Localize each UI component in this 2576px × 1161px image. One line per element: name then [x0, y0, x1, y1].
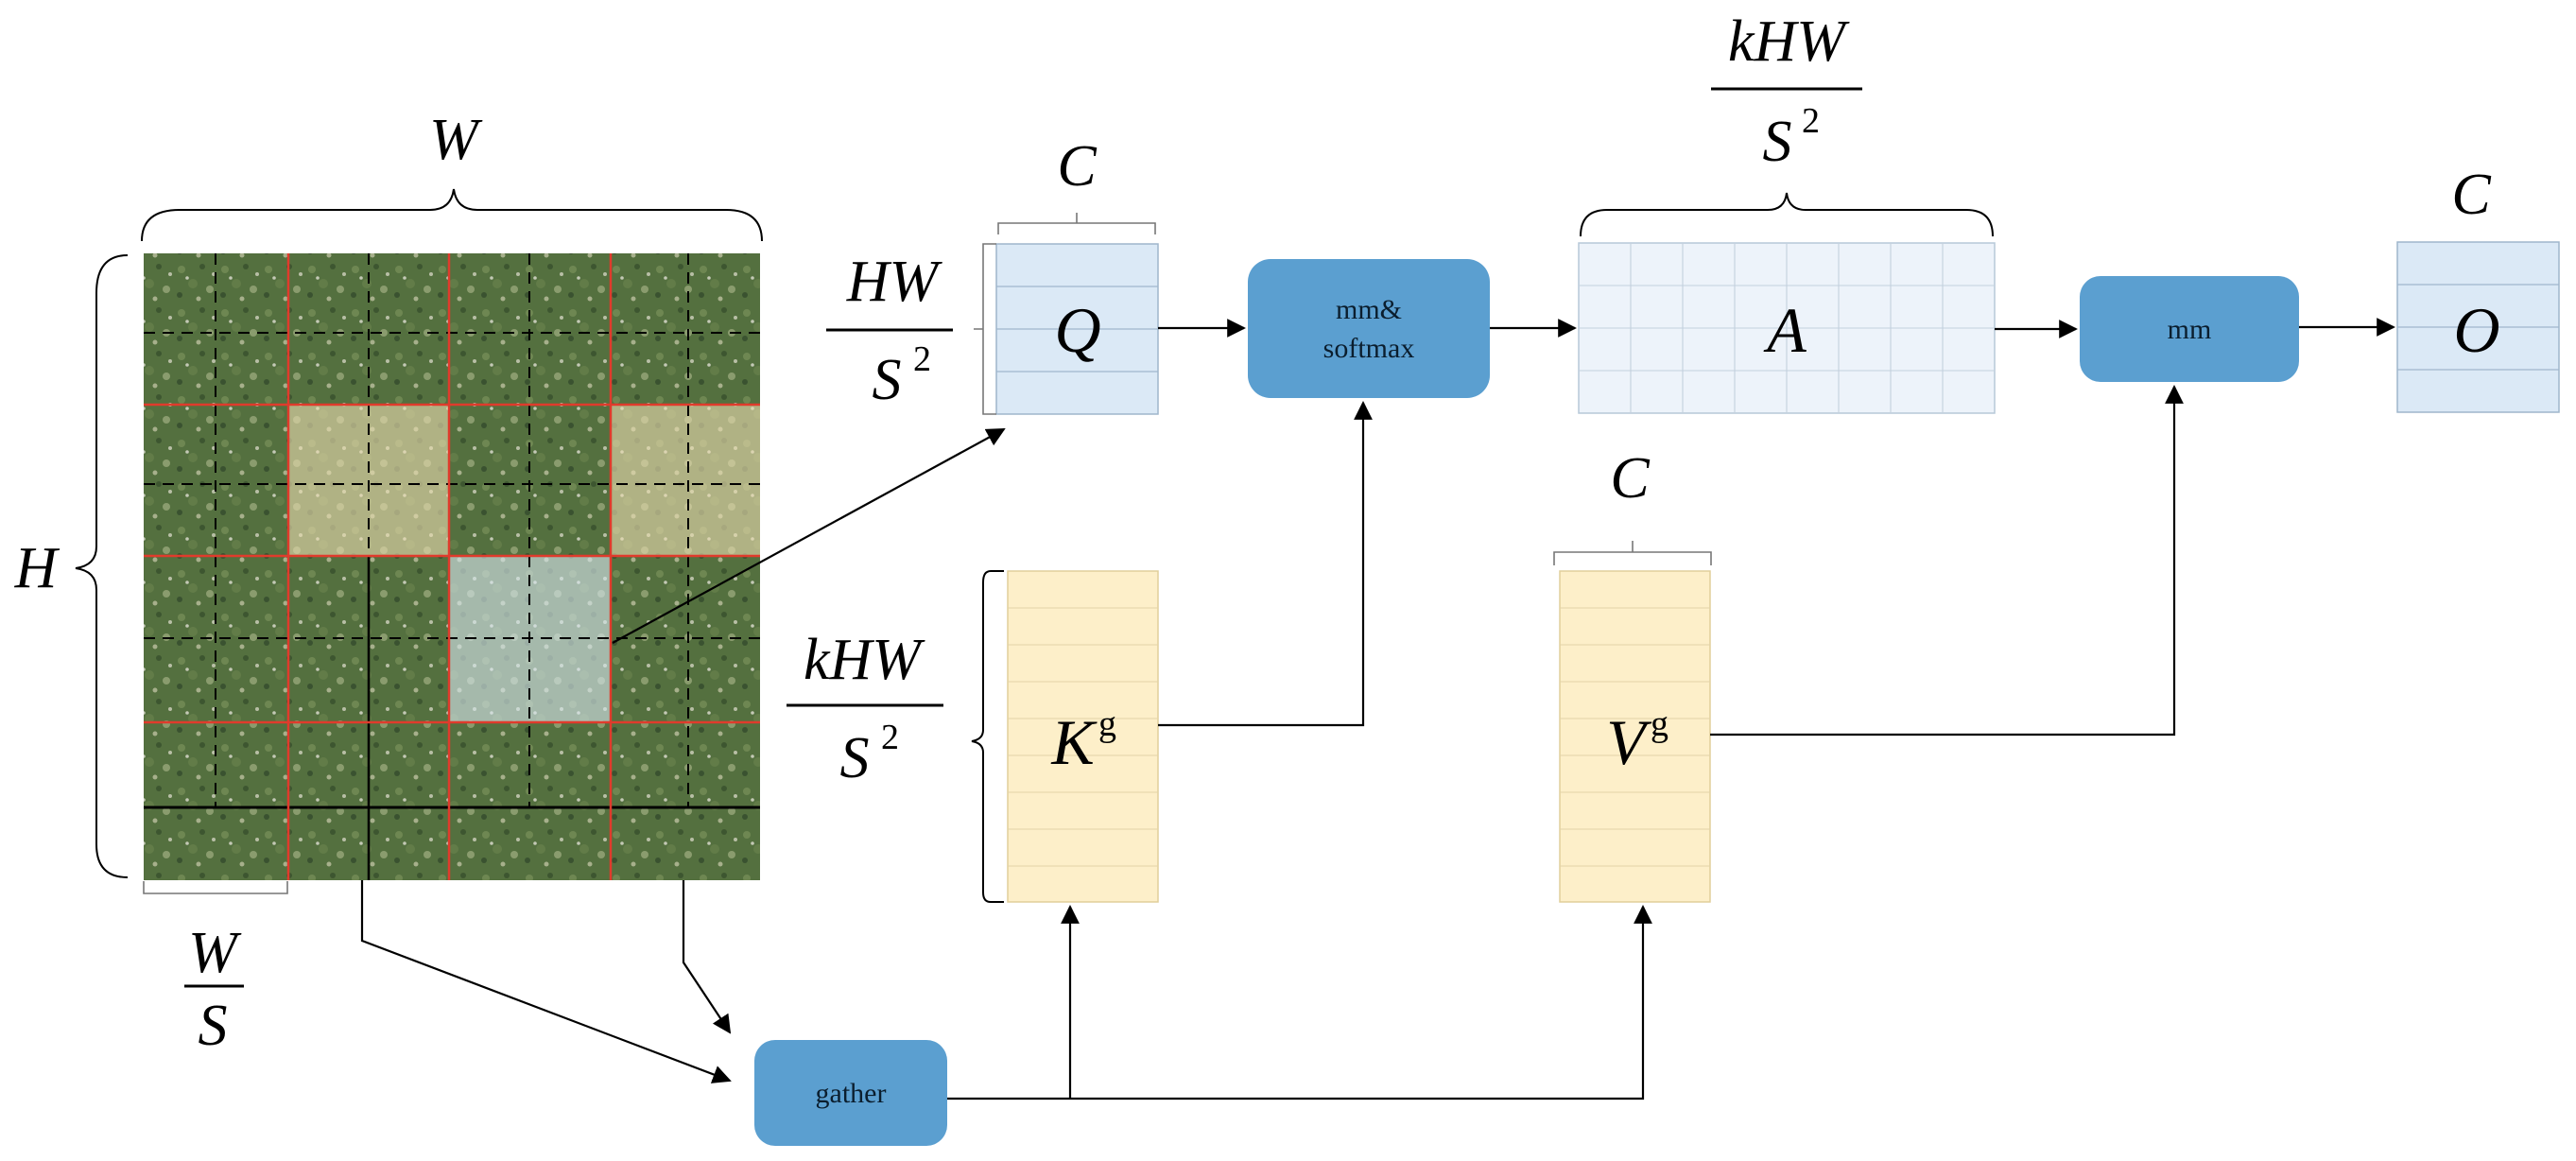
o-label: O [2453, 294, 2499, 366]
mm-softmax-op: mm& softmax [1248, 259, 1490, 398]
o-c-label: C [2451, 163, 2491, 227]
mm-op: mm [2080, 276, 2299, 382]
patch-width-brace [143, 881, 288, 894]
q-rows-brace [974, 243, 996, 415]
q-c-label: C [1057, 134, 1097, 199]
a-tensor: A [1578, 242, 1996, 414]
a-cols-denom-sup: 2 [1802, 101, 1820, 141]
width-brace [141, 188, 763, 242]
vg-c-label: C [1610, 446, 1650, 511]
kg-rows-denom: S [840, 726, 870, 790]
q-rows-numer: HW [846, 250, 943, 314]
patch-width-denom: S [199, 994, 228, 1058]
aerial-image-panel [144, 253, 760, 880]
kg-rows-brace [971, 570, 1004, 903]
arrow-window2-to-gather [682, 880, 732, 1034]
a-cols-brace [1580, 192, 1994, 237]
arrow-vg-to-mm [1710, 385, 2184, 736]
gather-op: gather [754, 1040, 947, 1146]
svg-text:mm: mm [2168, 314, 2212, 345]
a-cols-denom: S [1763, 110, 1792, 174]
vg-c-brace [1553, 541, 1712, 565]
svg-text:softmax: softmax [1323, 333, 1415, 364]
q-c-brace [997, 213, 1156, 234]
arrow-window-to-q [612, 428, 1006, 644]
height-label: H [14, 536, 61, 600]
q-tensor: Q [995, 243, 1159, 415]
kg-rows-denom-sup: 2 [881, 718, 899, 757]
vg-label: V [1606, 706, 1652, 778]
window-grid [144, 253, 760, 880]
q-label: Q [1054, 294, 1100, 366]
vg-label-sup: g [1651, 704, 1668, 744]
arrow-gather-to-vg [947, 905, 1652, 1100]
o-tensor: O [2396, 241, 2560, 413]
a-cols-numer: kHW [1728, 9, 1850, 74]
selected-window-2 [611, 405, 760, 556]
kg-tensor: K g [1007, 570, 1159, 903]
vg-tensor: V g [1559, 570, 1711, 903]
kg-rows-numer: kHW [804, 628, 925, 692]
kg-label: K [1050, 706, 1098, 778]
q-rows-denom-sup: 2 [913, 339, 931, 379]
connector-arrows [360, 318, 2395, 1100]
a-label: A [1763, 294, 1807, 366]
svg-text:mm&: mm& [1336, 294, 1402, 325]
kg-label-sup: g [1098, 704, 1116, 744]
height-brace [75, 254, 129, 878]
width-label: W [429, 108, 483, 172]
patch-width-numer: W [188, 921, 242, 985]
arrow-patch-to-gather [360, 880, 732, 1083]
q-rows-denom: S [873, 348, 902, 412]
svg-text:gather: gather [816, 1078, 887, 1109]
arrow-kg-to-mmsoftmax [1158, 401, 1373, 727]
